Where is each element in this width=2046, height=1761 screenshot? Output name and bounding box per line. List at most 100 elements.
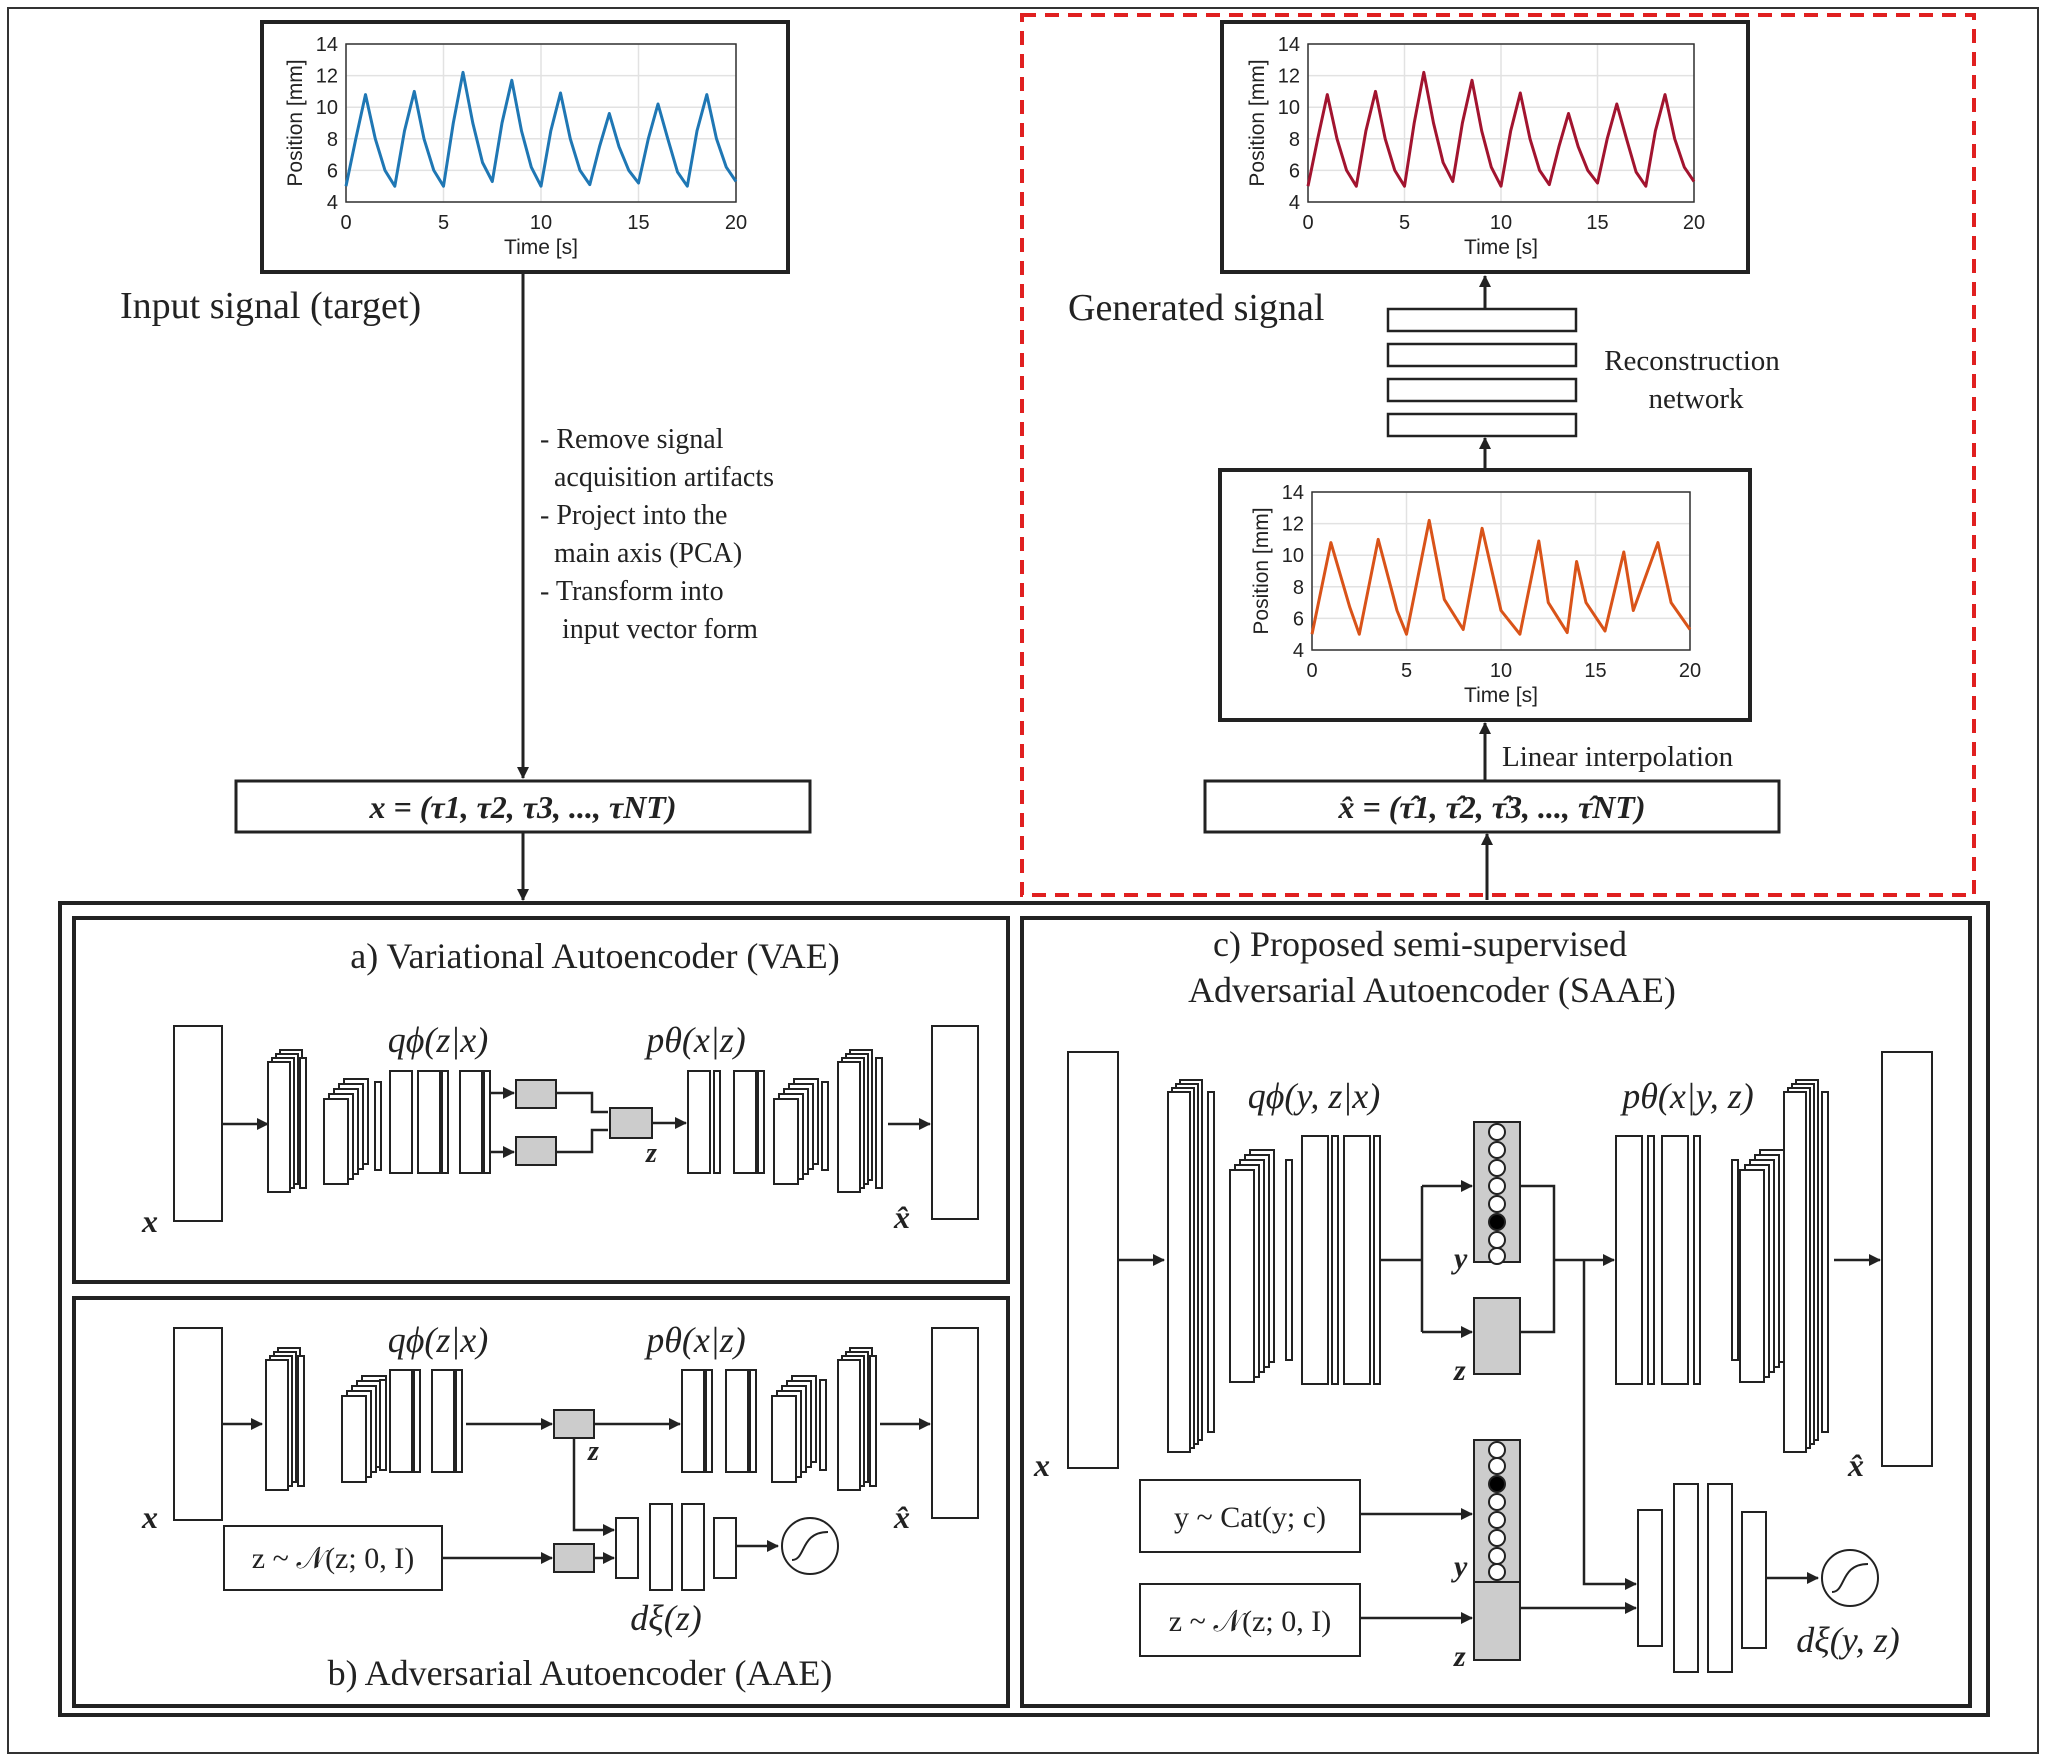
x-tick-label: 0 [1302,212,1313,234]
x-tick-label: 20 [1683,212,1705,234]
saae-z-prior-block [1473,1581,1521,1661]
x-tick-label: 20 [725,212,747,234]
saae-disc-label: dξ(y, z) [1796,1620,1899,1660]
x-tick-label: 10 [530,212,552,234]
y-axis-label: Position [mm] [1250,507,1273,634]
x-tick-label: 15 [1586,212,1608,234]
y-tick-label: 14 [1278,34,1300,56]
x-tick-label: 0 [1306,660,1317,682]
input-signal-caption: Input signal (target) [120,285,421,327]
saae-input-block [1067,1051,1119,1469]
aae-diagram: qϕ(z|x) z pθ(x|z) x x̂ z ~ 𝒩(z; 0, I) [141,1320,979,1638]
saae-z-label: z [1453,1354,1466,1387]
vae-mu-block [515,1079,557,1109]
aae-input-block [173,1327,223,1521]
step-line: - Project into the [540,500,727,531]
vae-output-block [931,1025,979,1220]
aae-disc-label: dξ(z) [630,1598,701,1638]
vae-x-label: x [141,1203,158,1239]
saae-decoder-label: pθ(x|y, z) [1619,1076,1754,1116]
aae-discriminator [615,1503,737,1591]
saae-y-label: y [1451,1242,1468,1275]
aae-prior-label: z ~ 𝒩(z; 0, I) [252,1542,414,1575]
series-line [1310,518,1692,636]
saae-title: Adversarial Autoencoder (SAAE) [1188,970,1676,1010]
aae-decoder-label: pθ(x|z) [643,1320,746,1360]
output-vector-box [1203,779,1781,834]
saae-prior-z-label: z [1453,1640,1466,1673]
x-axis-label: Time [s] [1464,684,1538,707]
aae-output-block [931,1327,979,1519]
x-tick-label: 15 [1584,660,1606,682]
vae-diagram: qϕ(z|x) z pθ(x|z) x x̂ [141,1020,979,1239]
saae-encoder-label: qϕ(y, z|x) [1248,1076,1381,1116]
series-line [344,70,738,188]
y-tick-label: 8 [1289,129,1300,151]
y-axis-label: Position [mm] [284,59,307,186]
sigmoid-icon [1821,1549,1879,1607]
generation-dashed-frame [1020,13,1976,897]
saae-gauss-prior-box [1139,1583,1361,1657]
y-tick-label: 6 [1293,608,1304,630]
vae-xhat-label: x̂ [893,1199,910,1235]
vae-decoder-label: pθ(x|z) [643,1020,746,1060]
x-axis-label: Time [s] [1464,236,1538,259]
x-tick-label: 0 [340,212,351,234]
sigmoid-icon [781,1517,839,1575]
step-line: main axis (PCA) [554,538,742,569]
saae-title: c) Proposed semi-supervised [1213,924,1627,964]
y-tick-label: 8 [327,129,338,151]
x-tick-label: 10 [1490,212,1512,234]
x-tick-label: 5 [1399,212,1410,234]
saae-discriminator [1637,1483,1767,1673]
step-line: input vector form [562,614,758,645]
aae-prior-sample-block [553,1543,595,1573]
x-tick-label: 15 [627,212,649,234]
plot-area [1307,43,1695,203]
aae-encoder-label: qϕ(z|x) [388,1320,489,1360]
y-tick-label: 4 [1289,192,1300,214]
y-tick-label: 6 [1289,160,1300,182]
aae-z-block [553,1409,595,1439]
step-line: - Transform into [540,576,724,607]
reconstruction-label: Reconstruction [1604,345,1780,377]
generated-signal-caption: Generated signal [1068,287,1324,329]
aae-z-label: z [587,1436,599,1467]
vae-z-block [609,1107,653,1139]
y-tick-label: 12 [316,66,338,88]
outer-frame [7,7,2039,1754]
plot-area [345,43,737,203]
vae-decoder-stack [687,1049,883,1193]
aae-x-label: x [141,1499,158,1535]
linear-interp-label: Linear interpolation [1502,741,1734,773]
x-tick-label: 10 [1490,660,1512,682]
vae-encoder-label: qϕ(z|x) [388,1020,489,1060]
step-line: acquisition artifacts [554,462,774,493]
saae-z-block [1473,1297,1521,1375]
vae-sigma-block [515,1136,557,1166]
saae-output-block [1881,1051,1933,1467]
y-tick-label: 8 [1293,577,1304,599]
x-tick-label: 5 [438,212,449,234]
saae-y-prior-onehot [1473,1439,1521,1583]
saae-x-label: x [1033,1447,1050,1483]
preprocessing-steps: - Remove signal acquisition artifacts - … [540,424,774,645]
y-tick-label: 12 [1278,66,1300,88]
saae-xhat-label: x̂ [1847,1447,1864,1483]
y-tick-label: 10 [316,97,338,119]
vae-encoder-stack [267,1049,491,1193]
reconstruction-network [1386,307,1578,438]
saae-y-onehot [1473,1121,1521,1265]
models-frame [58,901,1990,1717]
vae-title: a) Variational Autoencoder (VAE) [350,936,840,976]
vae-z-label: z [645,1138,657,1169]
x-tick-label: 5 [1401,660,1412,682]
series-line [1306,70,1696,188]
aae-prior-box [223,1525,443,1591]
y-tick-label: 14 [316,34,338,56]
saae-prior-y-label: y [1451,1550,1468,1583]
aae-title: b) Adversarial Autoencoder (AAE) [328,1653,833,1693]
